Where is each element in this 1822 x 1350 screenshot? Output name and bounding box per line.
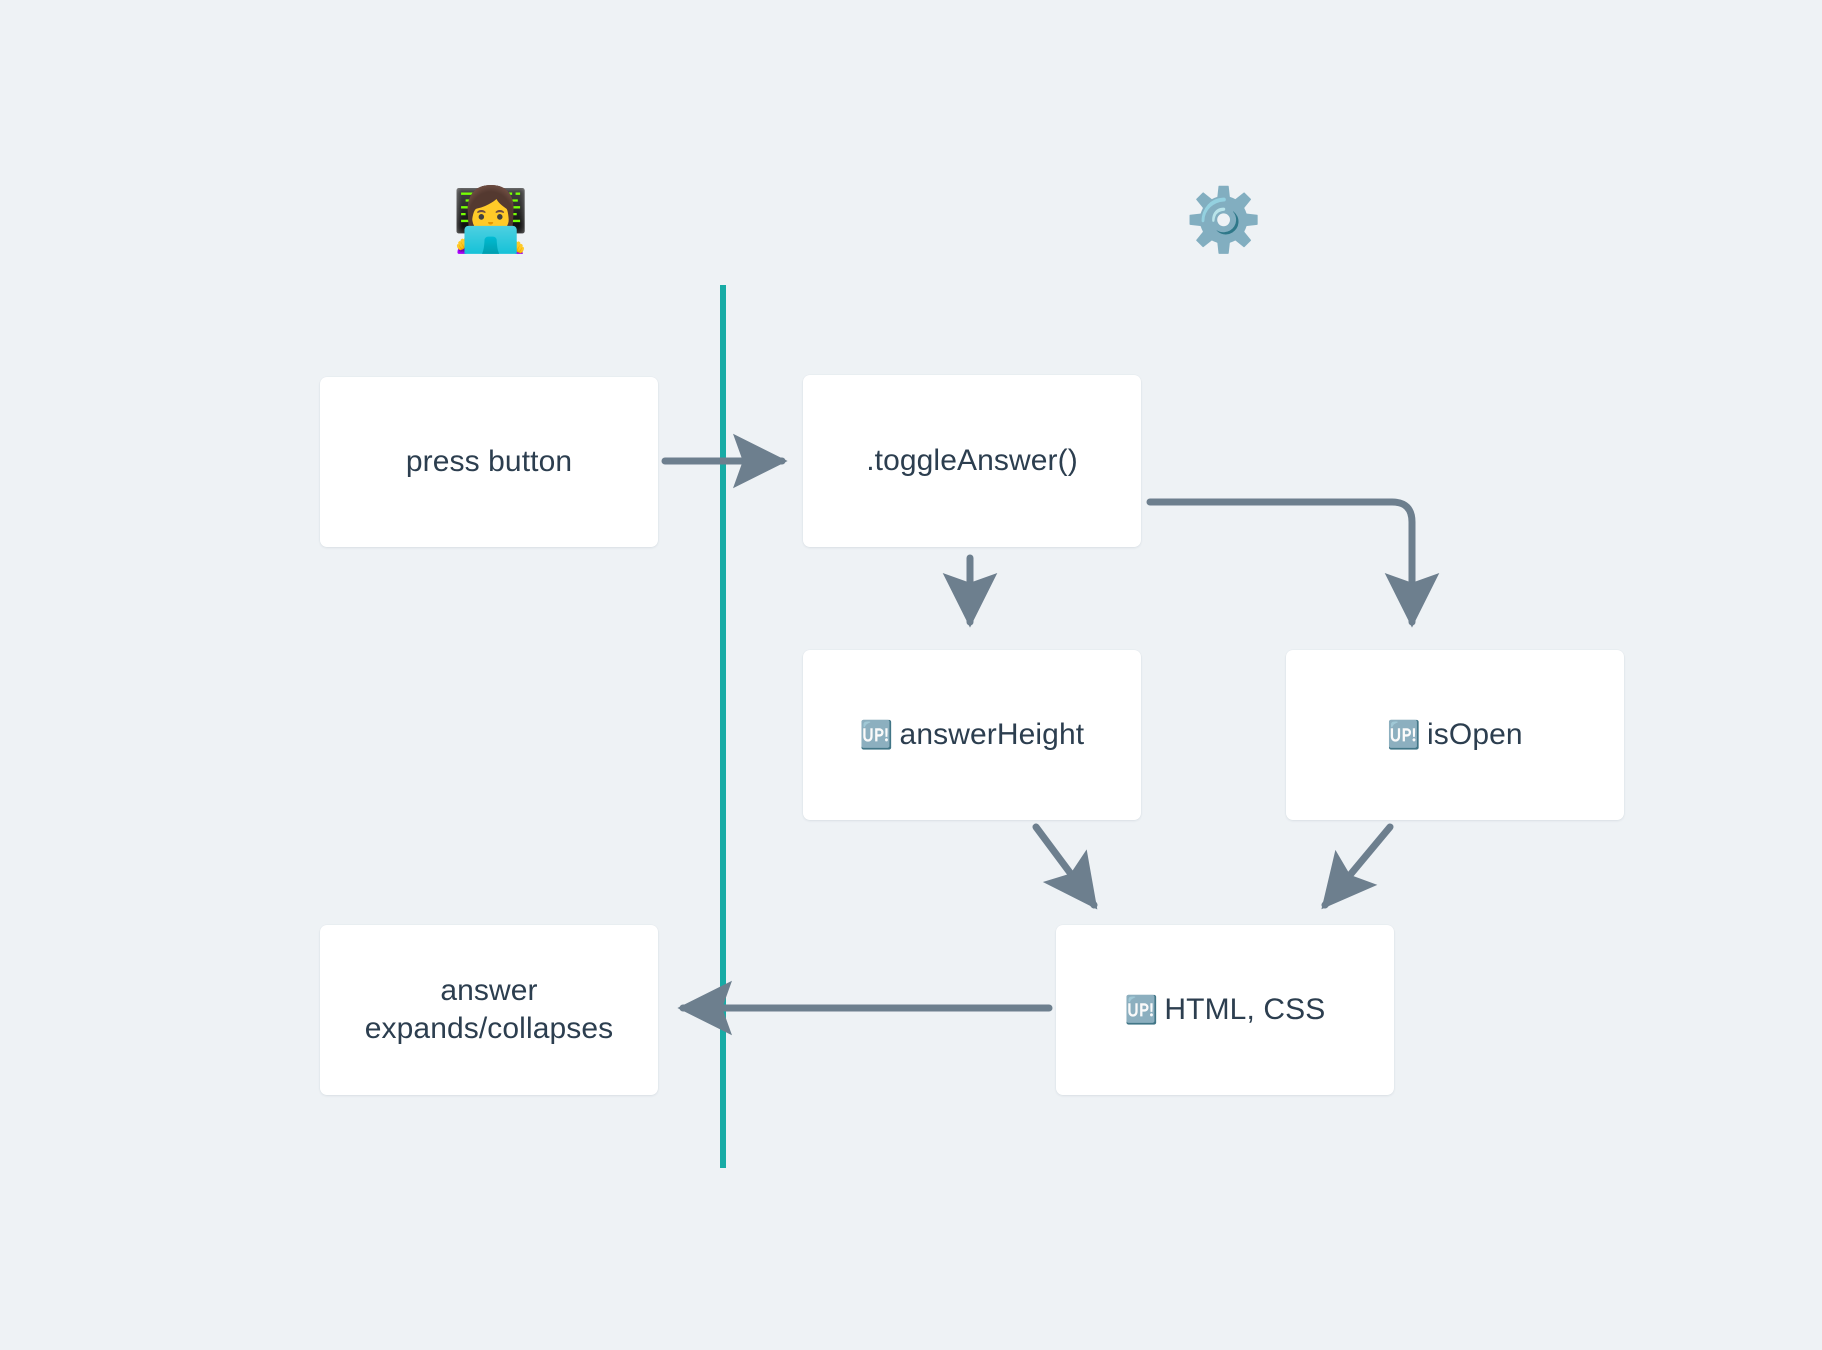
- edge-isopen-to-htmlcss: [1321, 823, 1394, 910]
- node-toggle-answer-label: .toggleAnswer(): [866, 443, 1078, 477]
- up-button-icon: 🆙: [1387, 720, 1422, 751]
- gear-icon: ⚙️: [1185, 186, 1263, 255]
- node-press-button-label: press button: [405, 444, 573, 478]
- edge-height-to-htmlcss: [1032, 823, 1098, 910]
- node-answer-height[interactable]: 🆙 answerHeight: [803, 650, 1141, 820]
- node-press-button[interactable]: press button: [320, 377, 658, 547]
- node-html-css-label: HTML, CSS: [1164, 992, 1326, 1026]
- node-answer-height-label: answerHeight: [899, 717, 1085, 751]
- node-is-open-label: isOpen: [1427, 717, 1523, 751]
- node-html-css[interactable]: 🆙 HTML, CSS: [1056, 925, 1394, 1095]
- node-is-open[interactable]: 🆙 isOpen: [1286, 650, 1624, 820]
- node-answer-expands[interactable]: answer expands/collapses: [320, 925, 658, 1095]
- node-toggle-answer[interactable]: .toggleAnswer(): [803, 375, 1141, 547]
- up-button-icon: 🆙: [1124, 995, 1159, 1026]
- edge-toggle-to-isopen: [1146, 498, 1440, 628]
- up-button-icon: 🆙: [859, 720, 894, 751]
- node-answer-expands-label: answer expands/collapses: [364, 973, 614, 1045]
- woman-technologist-icon: 👩‍💻: [452, 186, 530, 255]
